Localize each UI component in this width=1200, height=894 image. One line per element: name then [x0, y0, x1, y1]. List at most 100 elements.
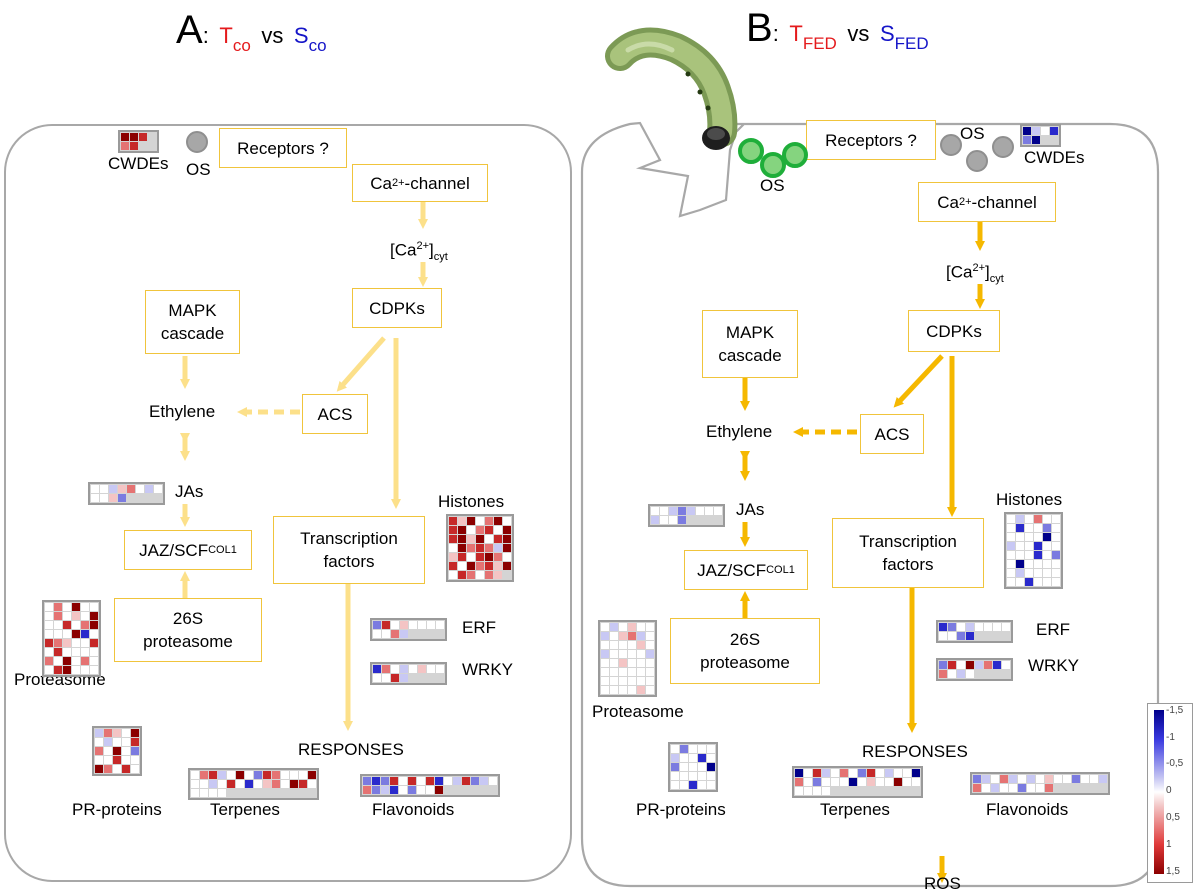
heatmap-cell [63, 603, 71, 611]
heatmap-cell [698, 754, 706, 762]
heatmap-cell [391, 621, 399, 629]
a-responses-label: RESPONSES [298, 740, 404, 759]
heatmap-cell [485, 544, 493, 552]
heatmap-cell [54, 630, 62, 638]
heatmap-cell [822, 787, 830, 795]
heatmap-cell [619, 623, 627, 631]
heatmap-cell [427, 665, 435, 673]
heatmap-cell [610, 632, 618, 640]
b-os-green-label: OS [760, 176, 785, 195]
heatmap-cell [54, 603, 62, 611]
legend-tick-1: -1 [1166, 732, 1175, 743]
b-os-green-dot-3 [782, 142, 808, 168]
panel-a-colon: : [202, 23, 209, 48]
heatmap-cell [485, 553, 493, 561]
heatmap-cell [707, 772, 715, 780]
heatmap-cell [118, 485, 126, 493]
heatmap-cell [139, 142, 147, 150]
heatmap-cell [104, 729, 112, 737]
heatmap-cell [113, 729, 121, 737]
heatmap-cell [1018, 784, 1026, 792]
heatmap-cell [1043, 515, 1051, 523]
heatmap-cell [480, 777, 488, 785]
a-pr-proteins-label: PR-proteins [72, 800, 162, 819]
heatmap-cell [95, 747, 103, 755]
heatmap-cell [81, 657, 89, 665]
heatmap-cell [1043, 560, 1051, 568]
b-cdpks-box: CDPKs [908, 310, 1000, 352]
heatmap-cell [95, 765, 103, 773]
heatmap-cell [1000, 775, 1008, 783]
a-flavonoids-label: Flavonoids [372, 800, 455, 819]
heatmap-cell [637, 632, 645, 640]
heatmap-cell [804, 778, 812, 786]
heatmap-cell [494, 544, 502, 552]
heatmap-cell [610, 650, 618, 658]
legend-tick-2: -0,5 [1166, 758, 1184, 769]
heatmap-cell [680, 745, 688, 753]
heatmap-cell [687, 507, 695, 515]
heatmap-cell [191, 771, 199, 779]
heatmap-cell [601, 668, 609, 676]
heatmap-cell [1018, 775, 1026, 783]
heatmap-cell [503, 562, 511, 570]
heatmap-cell [476, 553, 484, 561]
heatmap-cell [72, 603, 80, 611]
heatmap-cell [148, 133, 156, 141]
heatmap-cell [705, 507, 713, 515]
heatmap-cell [1043, 542, 1051, 550]
heatmap-cell [894, 778, 902, 786]
heatmap-cell [637, 686, 645, 694]
heatmap-cell [113, 765, 121, 773]
heatmap-cell [54, 612, 62, 620]
heatmap-cell [449, 517, 457, 525]
heatmap-cell [689, 781, 697, 789]
heatmap-cell [689, 754, 697, 762]
heatmap-cell [939, 623, 947, 631]
heatmap-cell [100, 494, 108, 502]
heatmap-cell [1007, 569, 1015, 577]
heatmap-cell [822, 769, 830, 777]
heatmap-cell [975, 661, 983, 669]
heatmap-cell [698, 772, 706, 780]
heatmap-cell [912, 778, 920, 786]
heatmap-cell [435, 786, 443, 794]
heatmap-cell [494, 517, 502, 525]
heatmap-b-proteasome [598, 620, 657, 697]
heatmap-cell [610, 659, 618, 667]
heatmap-cell [1052, 515, 1060, 523]
heatmap-cell [610, 623, 618, 631]
heatmap-cell [104, 765, 112, 773]
heatmap-cell [245, 771, 253, 779]
heatmap-cell [831, 778, 839, 786]
b-cwdes-label: CWDEs [1024, 148, 1085, 167]
heatmap-cell [858, 778, 866, 786]
heatmap-cell [409, 621, 417, 629]
heatmap-cell [200, 789, 208, 797]
heatmap-cell [400, 674, 408, 682]
heatmap-cell [467, 517, 475, 525]
panel-b-control: SFED [879, 21, 929, 53]
heatmap-cell [1025, 524, 1033, 532]
heatmap-cell [1063, 775, 1071, 783]
heatmap-cell [804, 769, 812, 777]
heatmap-cell [90, 666, 98, 674]
heatmap-cell [494, 535, 502, 543]
a-cdpks-box: CDPKs [352, 288, 442, 328]
heatmap-cell [130, 133, 138, 141]
heatmap-cell [373, 665, 381, 673]
heatmap-cell [494, 553, 502, 561]
heatmap-cell [1052, 524, 1060, 532]
b-pr-proteins-label: PR-proteins [636, 800, 726, 819]
heatmap-cell [1023, 136, 1031, 144]
heatmap-cell [1016, 542, 1024, 550]
heatmap-cell [54, 621, 62, 629]
heatmap-b-cwdes [1020, 124, 1061, 147]
heatmap-cell [236, 771, 244, 779]
heatmap-cell [400, 621, 408, 629]
heatmap-a-jas [88, 482, 165, 505]
heatmap-cell [948, 661, 956, 669]
heatmap-cell [476, 535, 484, 543]
heatmap-cell [299, 780, 307, 788]
heatmap-cell [290, 780, 298, 788]
